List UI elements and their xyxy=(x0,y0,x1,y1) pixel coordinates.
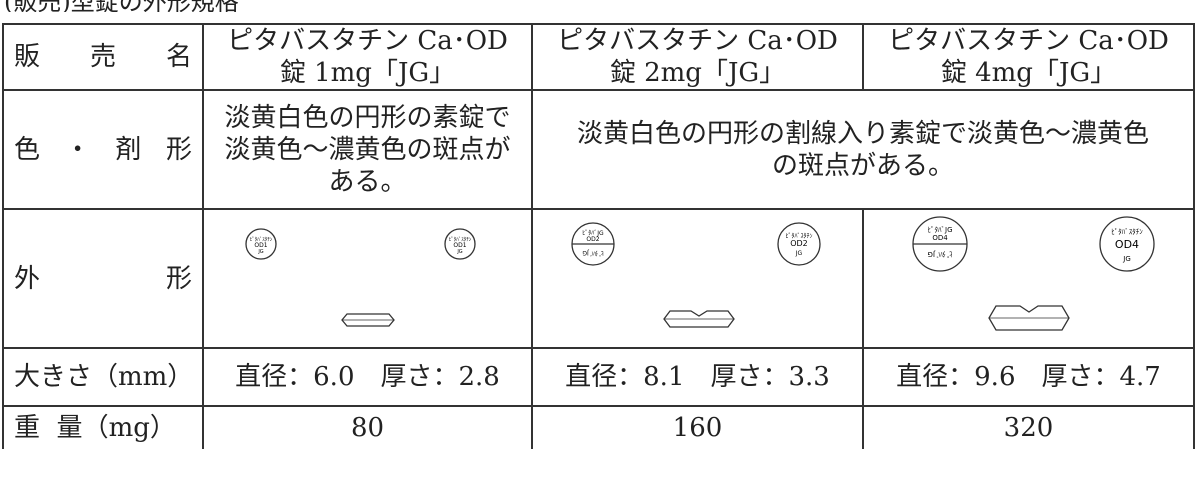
shape-cell-3: ﾋﾟﾀﾊﾞJG OD4 ﾋﾟﾀﾊﾞJG ﾋﾟﾀﾊﾞｽﾀﾁﾝ OD4 JG xyxy=(862,208,1195,349)
label-shape: 外 形 xyxy=(2,208,204,349)
svg-text:OD2: OD2 xyxy=(586,236,599,243)
size-2: 直径：8.1 厚さ：3.3 xyxy=(531,347,864,407)
svg-text:OD4: OD4 xyxy=(1115,238,1139,251)
svg-text:ﾋﾟﾀﾊﾞJG: ﾋﾟﾀﾊﾞJG xyxy=(928,250,953,258)
size-1: 直径：6.0 厚さ：2.8 xyxy=(202,347,533,407)
svg-text:ﾋﾟﾀﾊﾞJG: ﾋﾟﾀﾊﾞJG xyxy=(582,230,604,237)
color-desc-1: 淡黄白色の円形の素錠で 淡黄色～濃黄色の斑点が ある。 xyxy=(202,89,533,210)
svg-text:JG: JG xyxy=(456,249,462,255)
svg-text:ﾋﾟﾀﾊﾞｽﾀﾁﾝ: ﾋﾟﾀﾊﾞｽﾀﾁﾝ xyxy=(1111,228,1143,236)
svg-text:OD1: OD1 xyxy=(453,242,466,249)
row-size: 大きさ（mm） 直径：6.0 厚さ：2.8 直径：8.1 厚さ：3.3 直径：9… xyxy=(2,347,1195,407)
shape-cell-2: ﾋﾟﾀﾊﾞJG OD2 ﾋﾟﾀﾊﾞJG ﾋﾟﾀﾊﾞｽﾀﾁﾝ OD2 JG xyxy=(531,208,864,349)
svg-text:JG: JG xyxy=(1122,255,1131,263)
shape-cell-1: ﾋﾟﾀﾊﾞｽﾀﾁﾝ OD1 JG ﾋﾟﾀﾊﾞｽﾀﾁﾝ OD1 JG xyxy=(202,208,533,349)
label-product-name: 販 売 名 xyxy=(2,23,204,91)
svg-text:ﾋﾟﾀﾊﾞｽﾀﾁﾝ: ﾋﾟﾀﾊﾞｽﾀﾁﾝ xyxy=(785,233,812,240)
svg-text:ﾋﾟﾀﾊﾞｽﾀﾁﾝ: ﾋﾟﾀﾊﾞｽﾀﾁﾝ xyxy=(449,236,472,243)
svg-text:ﾋﾟﾀﾊﾞJG: ﾋﾟﾀﾊﾞJG xyxy=(582,249,604,256)
tablet-front-3: ﾋﾟﾀﾊﾞJG OD4 ﾋﾟﾀﾊﾞJG xyxy=(912,216,968,272)
tablet-back-3: ﾋﾟﾀﾊﾞｽﾀﾁﾝ OD4 JG xyxy=(1099,216,1155,272)
weight-2: 160 xyxy=(531,405,864,449)
row-color-form: 色 ・ 剤 形 淡黄白色の円形の素錠で 淡黄色～濃黄色の斑点が ある。 淡黄白色… xyxy=(2,89,1195,210)
row-shape: 外 形 ﾋﾟﾀﾊﾞｽﾀﾁﾝ OD1 JG ﾋﾟﾀﾊﾞｽﾀﾁﾝ OD1 xyxy=(2,208,1195,349)
label-size: 大きさ（mm） xyxy=(2,347,204,407)
label-color-form: 色 ・ 剤 形 xyxy=(2,89,204,210)
tablet-side-3 xyxy=(988,305,1070,331)
tablet-back-2: ﾋﾟﾀﾊﾞｽﾀﾁﾝ OD2 JG xyxy=(777,222,821,266)
tablet-back-1: ﾋﾟﾀﾊﾞｽﾀﾁﾝ OD1 JG xyxy=(444,228,476,260)
tablet-side-1 xyxy=(341,313,395,327)
row-weight: 重 量（mg） 80 160 320 xyxy=(2,405,1195,449)
svg-text:OD2: OD2 xyxy=(790,239,808,248)
svg-text:JG: JG xyxy=(795,250,803,257)
weight-1: 80 xyxy=(202,405,533,449)
weight-3: 320 xyxy=(862,405,1195,449)
svg-text:OD4: OD4 xyxy=(932,234,948,242)
caption-fragment: (販売)型錠の外形規格 xyxy=(0,0,424,12)
size-3: 直径：9.6 厚さ：4.7 xyxy=(862,347,1195,407)
color-desc-2-3: 淡黄白色の円形の割線入り素錠で淡黄色～濃黄色 の斑点がある。 xyxy=(531,89,1195,210)
tablet-side-2 xyxy=(663,310,735,328)
svg-text:JG: JG xyxy=(257,249,263,255)
svg-text:ﾋﾟﾀﾊﾞJG: ﾋﾟﾀﾊﾞJG xyxy=(928,226,953,234)
svg-text:OD1: OD1 xyxy=(254,242,267,249)
svg-text:ﾋﾟﾀﾊﾞｽﾀﾁﾝ: ﾋﾟﾀﾊﾞｽﾀﾁﾝ xyxy=(250,236,273,243)
tablet-front-2: ﾋﾟﾀﾊﾞJG OD2 ﾋﾟﾀﾊﾞJG xyxy=(571,222,615,266)
tablet-front-1: ﾋﾟﾀﾊﾞｽﾀﾁﾝ OD1 JG xyxy=(245,228,277,260)
label-weight: 重 量（mg） xyxy=(2,405,204,449)
